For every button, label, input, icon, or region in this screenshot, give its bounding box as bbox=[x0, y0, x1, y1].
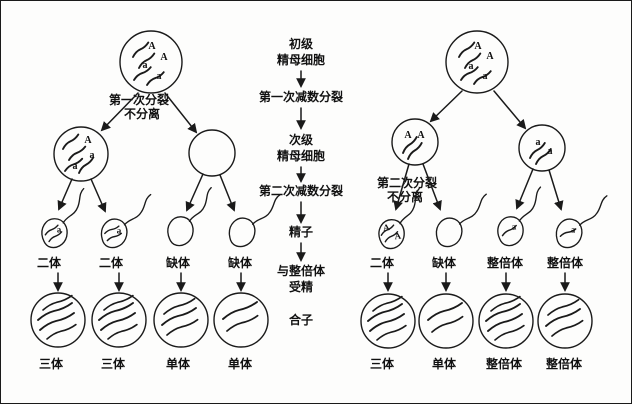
right-zygote-label-3: 整倍体 bbox=[485, 356, 523, 371]
chrom-label: a bbox=[116, 225, 122, 235]
left-sperm-nullisomic-2 bbox=[227, 189, 281, 251]
left-sperm-disomic-1: a bbox=[36, 187, 91, 250]
chrom-label: a bbox=[536, 137, 541, 148]
chrom-label: A bbox=[417, 130, 425, 141]
left-zygote-label-1: 三体 bbox=[39, 356, 64, 371]
right-zygote-euploid-2 bbox=[537, 293, 593, 349]
left-nondisjunction-label-line2: 不分离 bbox=[124, 106, 160, 121]
right-zygote-monosomic bbox=[418, 293, 474, 349]
chrom-label: A bbox=[404, 130, 412, 141]
center-fertilization-line2: 受精 bbox=[289, 279, 313, 294]
left-zygote-trisomic-2 bbox=[91, 292, 147, 348]
right-zygote-label-2: 单体 bbox=[432, 356, 457, 371]
chrom-label: A bbox=[84, 135, 92, 146]
chrom-label: a bbox=[143, 60, 148, 71]
left-secondary-spermatocyte-empty bbox=[188, 129, 236, 177]
center-meiosis2-label: 第二次减数分裂 bbox=[259, 183, 343, 198]
right-zygote-trisomic bbox=[360, 293, 416, 349]
chrom-label: a bbox=[90, 150, 95, 161]
center-primary-spermatocyte-line1: 初级 bbox=[289, 36, 313, 51]
left-zygote-monosomic-1 bbox=[153, 292, 209, 348]
chrom-label: a bbox=[469, 61, 474, 72]
right-sperm-euploid-1: a bbox=[493, 186, 546, 248]
chrom-label: A bbox=[382, 222, 390, 233]
left-secondary-spermatocyte-with-chromosomes: A a a bbox=[53, 126, 109, 182]
right-fertilization-arrows bbox=[383, 272, 570, 292]
left-zygote-monosomic-2 bbox=[213, 292, 269, 348]
left-fertilization-arrows bbox=[53, 272, 246, 292]
center-secondary-spermatocyte-line1: 次级 bbox=[289, 132, 313, 147]
left-sperm-label-1: 二体 bbox=[37, 255, 62, 270]
chrom-label: a bbox=[73, 161, 78, 172]
left-sperm-label-2: 二体 bbox=[99, 255, 124, 270]
right-sperm-label-1: 二体 bbox=[370, 255, 395, 270]
right-nondisjunction-label-line1: 第二次分裂 bbox=[377, 175, 437, 190]
right-secondary-spermatocyte-aa: a a bbox=[518, 124, 566, 172]
left-zygote-label-2: 三体 bbox=[101, 356, 126, 371]
chrom-label: a bbox=[548, 146, 553, 157]
chrom-label: A bbox=[394, 231, 402, 242]
chrom-label: a bbox=[511, 221, 517, 231]
left-zygote-label-3: 单体 bbox=[166, 356, 191, 371]
right-sperm-nullisomic bbox=[434, 189, 487, 251]
left-sperm-disomic-2: a bbox=[99, 190, 152, 251]
chrom-label: A bbox=[160, 52, 168, 63]
right-sperm-label-3: 整倍体 bbox=[486, 255, 524, 270]
center-primary-spermatocyte-line2: 精母细胞 bbox=[277, 52, 325, 67]
chrom-label: a bbox=[483, 71, 488, 82]
chrom-label: A bbox=[474, 41, 482, 52]
center-sperm-label: 精子 bbox=[289, 224, 313, 239]
center-secondary-spermatocyte-line2: 精母细胞 bbox=[277, 148, 325, 163]
left-sperm-nullisomic-1 bbox=[164, 186, 216, 247]
center-meiosis1-label: 第一次减数分裂 bbox=[259, 89, 343, 104]
right-zygote-label-1: 三体 bbox=[370, 356, 395, 371]
left-nondisjunction-label-line1: 第一次分裂 bbox=[109, 92, 169, 107]
center-zygote-label: 合子 bbox=[289, 312, 313, 327]
chrom-label: A bbox=[148, 41, 156, 52]
right-secondary-spermatocyte-AA: A A bbox=[391, 118, 439, 166]
right-sperm-euploid-2: a bbox=[554, 190, 608, 252]
right-primary-spermatocyte-cell: A A a a bbox=[445, 30, 509, 94]
center-fertilization-line1: 与整倍体 bbox=[277, 263, 326, 278]
chrom-label: A bbox=[486, 51, 494, 62]
chrom-label: a bbox=[56, 224, 62, 234]
left-zygote-trisomic-1 bbox=[30, 292, 86, 348]
right-division1-arrows bbox=[429, 90, 527, 130]
right-sperm-label-4: 整倍体 bbox=[546, 255, 584, 270]
right-sperm-disomic: A A bbox=[372, 187, 428, 251]
chrom-label: a bbox=[157, 71, 162, 82]
chrom-label: a bbox=[570, 224, 576, 234]
left-sperm-label-4: 缺体 bbox=[228, 255, 253, 270]
left-zygote-label-4: 单体 bbox=[228, 356, 253, 371]
right-sperm-label-2: 缺体 bbox=[432, 255, 457, 270]
left-primary-spermatocyte-cell: A A a a bbox=[119, 30, 183, 94]
right-zygote-label-4: 整倍体 bbox=[545, 356, 583, 371]
right-division2-arrows bbox=[393, 163, 564, 211]
left-sperm-label-3: 缺体 bbox=[166, 255, 191, 270]
left-division2-arrows bbox=[57, 173, 236, 213]
left-division1-arrows bbox=[100, 92, 198, 134]
right-zygote-euploid-1 bbox=[478, 293, 534, 349]
